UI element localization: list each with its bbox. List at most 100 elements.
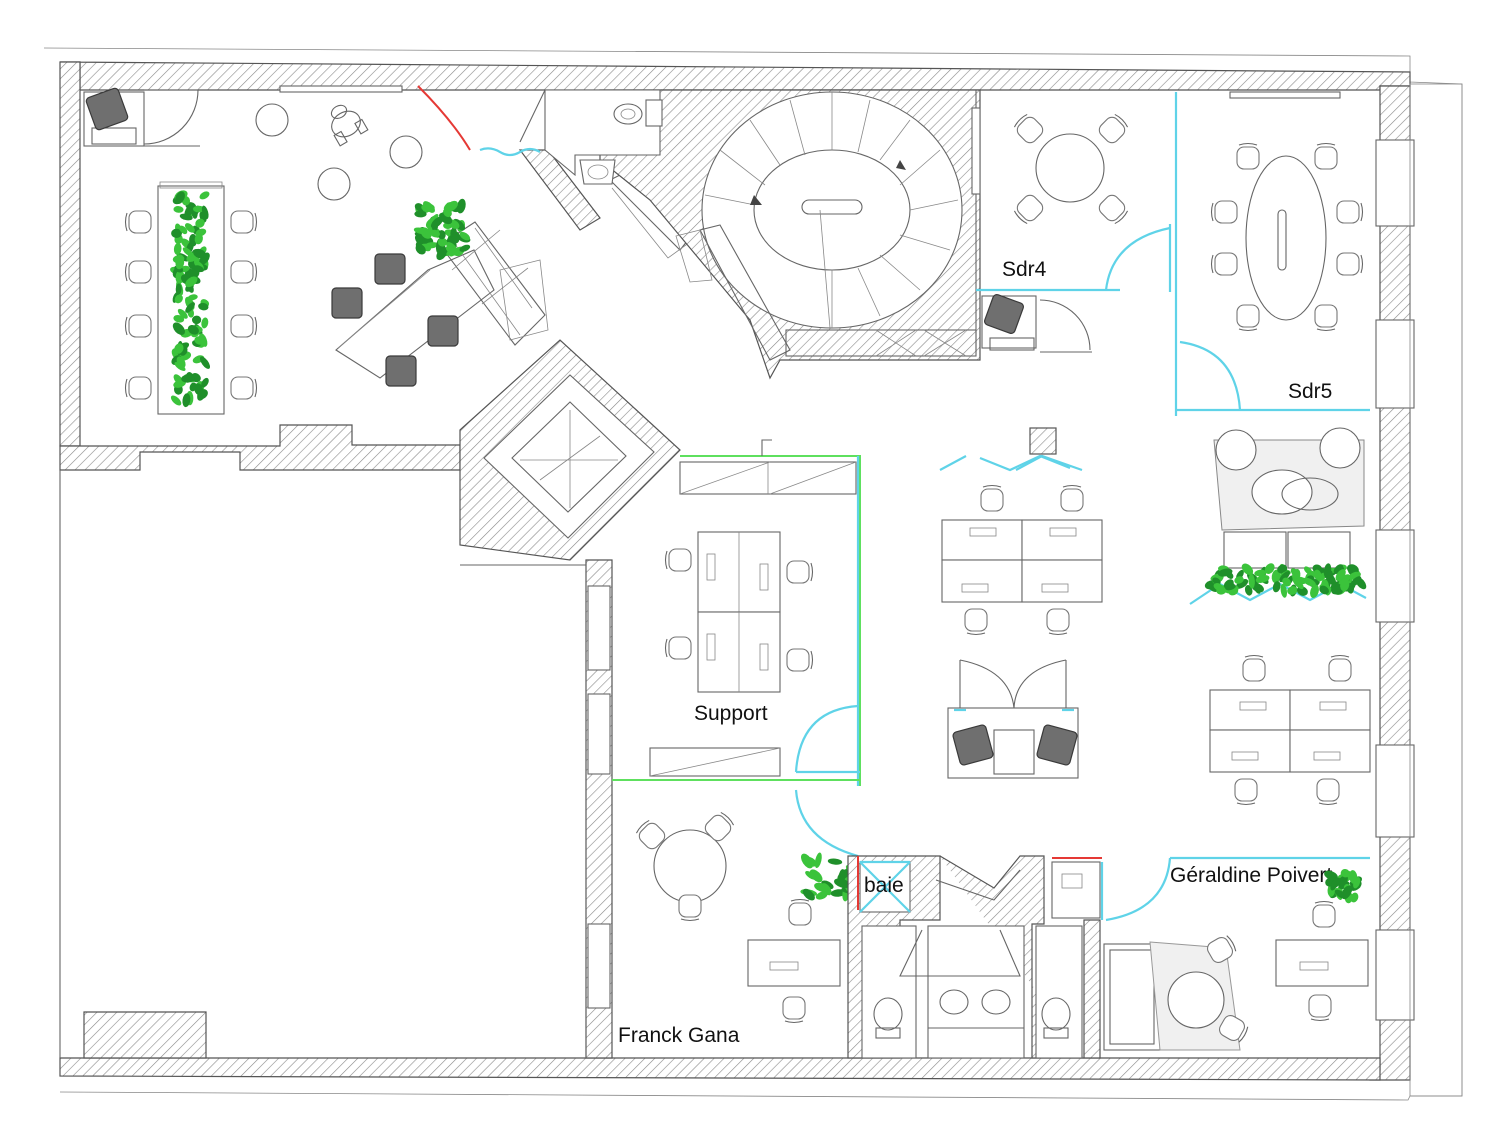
plant-leaf (194, 233, 203, 245)
plant-leaf (199, 333, 208, 347)
office-geraldine: Géraldine Poivert (1103, 856, 1370, 1051)
room-label-support: Support (694, 702, 768, 725)
plant-leaf (173, 314, 185, 323)
plant-leaf (179, 225, 188, 235)
plant-leaf (430, 229, 440, 238)
plant-leaf (179, 213, 193, 221)
plant-leaf (185, 302, 195, 313)
plant-leaf (184, 223, 195, 233)
plant-leaf (1325, 570, 1333, 581)
plant-leaf (1272, 581, 1281, 593)
door-red-top (417, 85, 471, 151)
plant-leaf (199, 356, 211, 369)
plant-leaf (174, 294, 183, 304)
plant-leaf (182, 247, 194, 257)
plant-leaf (1337, 875, 1348, 887)
plant-leaf (175, 191, 185, 205)
plant-leaf (814, 882, 828, 892)
plant-leaf (1313, 569, 1322, 580)
plant-leaf (1277, 564, 1288, 574)
plant-leaf (171, 228, 182, 238)
plant-leaf (187, 324, 199, 335)
wc-top (519, 89, 663, 185)
staircase (518, 89, 981, 380)
plant-leaf (1248, 573, 1255, 589)
plant-leaf (1324, 870, 1338, 881)
plant-leaf (834, 878, 851, 889)
plant-leaf (201, 205, 209, 220)
plant-leaf (1296, 586, 1308, 596)
plant-leaf (1331, 877, 1341, 889)
plant-leaf (802, 888, 815, 901)
plant-leaf (1280, 583, 1288, 598)
plant-leaf (1217, 568, 1233, 577)
plant-leaf (193, 248, 206, 259)
plant-leaf (437, 230, 446, 240)
plant-icon (170, 190, 211, 408)
room-sdr4: Sdr4 (971, 90, 1172, 353)
plant-leaf (201, 377, 209, 388)
plant-leaf (1287, 586, 1298, 595)
plant-leaf (414, 203, 425, 212)
outer-walls (43, 47, 1463, 1101)
plant-leaf (1264, 563, 1275, 574)
plant-leaf (172, 322, 185, 335)
plant-leaf (199, 191, 210, 200)
plant-leaf (1319, 585, 1329, 595)
plant-leaf (1279, 571, 1290, 583)
plant-leaf (195, 218, 205, 228)
plant-leaf (446, 249, 460, 256)
plant-leaf (173, 379, 186, 388)
plant-leaf (459, 244, 471, 252)
phone-booth (947, 659, 1079, 779)
plant-leaf (1234, 576, 1244, 584)
plant-leaf (1236, 579, 1249, 589)
plant-icon (1204, 563, 1367, 599)
room-label-franck: Franck Gana (618, 1024, 740, 1047)
plant-leaf (173, 242, 182, 255)
plant-leaf (1206, 581, 1218, 592)
lounge (1189, 427, 1367, 605)
plant-leaf (459, 231, 471, 241)
plant-leaf (1335, 569, 1346, 582)
plant-leaf (1341, 885, 1352, 900)
plant-leaf (414, 210, 427, 218)
room-support: Support (612, 439, 861, 858)
toilet-icon (1041, 997, 1071, 1031)
plant-leaf (182, 393, 191, 408)
plant-leaf (815, 891, 828, 900)
plant-leaf (173, 206, 184, 213)
plant-leaf (414, 231, 427, 240)
plant-leaf (1292, 577, 1304, 590)
room-label-sdr5: Sdr5 (1288, 380, 1332, 403)
plant-leaf (185, 276, 198, 288)
office-franck: Franck Gana (618, 809, 841, 1047)
plant-leaf (413, 227, 428, 235)
plant-leaf (177, 308, 188, 319)
plant-leaf (827, 858, 843, 865)
long-table (124, 181, 258, 415)
service-block: baie (847, 855, 1104, 1059)
plant-leaf (1340, 578, 1350, 592)
sink-icon (981, 989, 1011, 1015)
plant-leaf (175, 283, 182, 295)
plant-leaf (1244, 585, 1253, 596)
void-area-outline (59, 470, 587, 1058)
plant-leaf (1353, 877, 1361, 889)
plant-leaf (430, 216, 443, 229)
room-sdr5: Sdr5 (1174, 91, 1370, 416)
plant-leaf (446, 200, 458, 212)
plant-leaf (193, 265, 205, 273)
room-label-geraldine: Géraldine Poivert (1170, 864, 1332, 887)
plant-leaf (814, 852, 822, 869)
shaft (459, 339, 681, 561)
plant-leaf (1330, 586, 1343, 595)
plant-leaf (1223, 579, 1234, 589)
plant-leaf (415, 244, 426, 255)
sink-icon (939, 989, 969, 1015)
plant-leaf (804, 856, 817, 867)
plant-leaf (174, 343, 184, 354)
plant-leaf (191, 315, 202, 325)
plant-leaf (198, 302, 209, 311)
plant-icon (413, 198, 471, 261)
